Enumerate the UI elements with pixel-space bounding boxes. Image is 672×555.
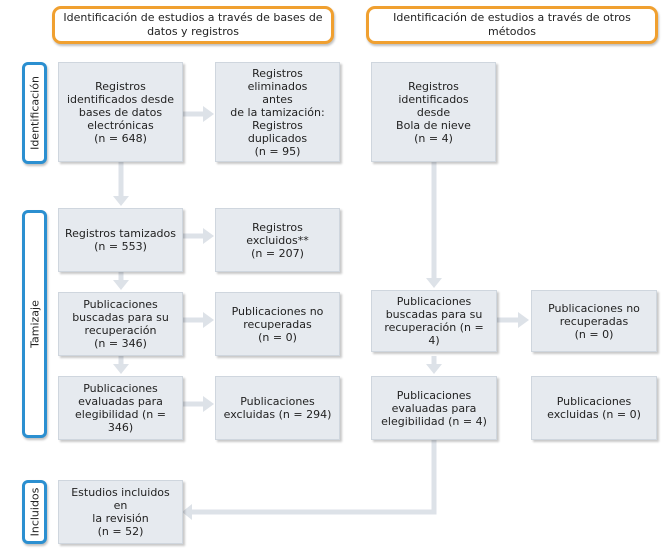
box-db-screened: Registros tamizados (n = 553) [58, 208, 183, 272]
box-db-excluded: Registros excluidos** (n = 207) [215, 208, 340, 272]
box-other-identified: Registros identificados desde Bola de ni… [371, 62, 496, 162]
box-db-assessed: Publicaciones evaluadas para elegibilida… [58, 376, 183, 440]
box-db-sought: Publicaciones buscadas para su recuperac… [58, 292, 183, 356]
arrowhead-assessed [113, 364, 129, 374]
box-db-reports-excluded: Publicaciones excluidas (n = 294) [215, 376, 340, 440]
arrowhead-other-not-retrieved [518, 312, 529, 328]
arrowhead-removed [203, 106, 214, 122]
arrowhead-other-assessed [426, 364, 442, 374]
header-databases: Identificación de estudios a través de b… [52, 6, 334, 44]
header-databases-text: Identificación de estudios a través de b… [63, 11, 323, 38]
box-db-removed: Registros eliminados antes de la tamizac… [215, 62, 340, 162]
arrow-other-assessed-to-included [190, 440, 437, 515]
header-other-methods: Identificación de estudios a través de o… [366, 6, 658, 44]
arrowhead-screened [113, 196, 129, 206]
phase-screening: Tamizaje [22, 210, 47, 438]
box-other-reports-excluded: Publicaciones excluidas (n = 0) [531, 376, 657, 440]
header-other-methods-text: Identificación de estudios a través de o… [393, 11, 631, 38]
arrowhead-not-retrieved [203, 312, 214, 328]
arrowhead-excluded [203, 228, 214, 244]
arrowhead-included [182, 504, 192, 520]
box-other-assessed: Publicaciones evaluadas para elegibilida… [371, 376, 497, 440]
phase-included: Incluidos [22, 480, 47, 544]
arrowhead-other-sought [426, 278, 442, 288]
box-other-not-retrieved: Publicaciones no recuperadas (n = 0) [531, 290, 657, 352]
arrowhead-sought [113, 280, 129, 290]
box-db-identified: Registros identificados desde bases de d… [58, 62, 183, 162]
box-db-not-retrieved: Publicaciones no recuperadas (n = 0) [215, 292, 340, 356]
arrowhead-reports-excluded [203, 396, 214, 412]
phase-identification: Identificación [22, 62, 47, 164]
box-other-sought: Publicaciones buscadas para su recuperac… [371, 290, 497, 352]
box-included-studies: Estudios incluidos en la revisión (n = 5… [58, 480, 183, 544]
